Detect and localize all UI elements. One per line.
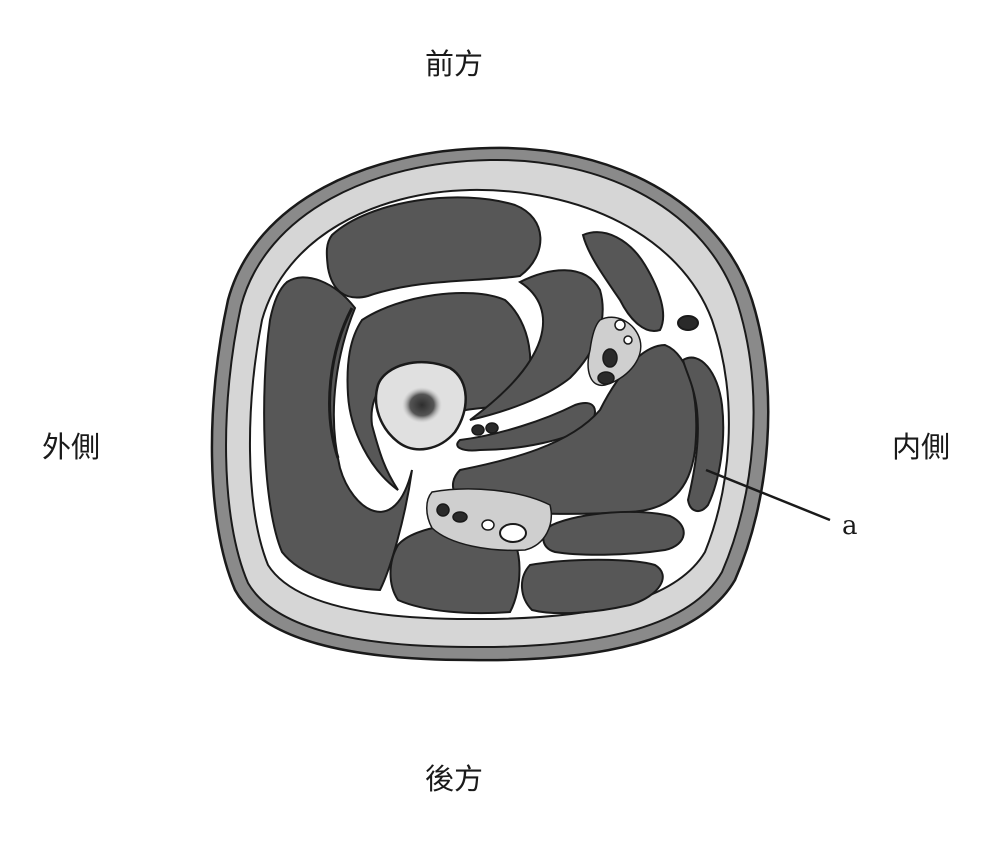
profunda-vessel-1 [471,424,485,436]
posterior-vessel-1 [436,503,450,517]
sciatic-nerve [499,523,527,543]
small-vessel [623,335,633,345]
femoral-artery [602,348,618,368]
muscle-vastus-medialis [469,269,604,421]
pointer-line-a [705,468,831,522]
muscle-sartorius [581,231,665,332]
great-saphenous-vein [677,315,699,331]
femur-marrow [402,387,442,423]
medial-label: 内側 [892,430,951,464]
lateral-label: 外側 [42,430,101,464]
posterior-vessel-2 [452,511,468,523]
small-nerve [481,519,495,531]
saphenous-nerve [614,319,626,331]
femoral-vein [597,371,615,385]
anterior-label: 前方 [425,47,484,81]
muscle-semimembranosus [542,510,685,556]
posterior-label: 後方 [425,762,484,796]
muscle-vastus-lateralis [263,276,413,592]
structure-a-label: a [842,511,858,541]
lateral-intermuscular-septum [328,307,354,459]
profunda-vessel-2 [485,422,499,434]
muscle-rectus-femoris [325,196,542,299]
muscle-semitendinosus [521,558,664,615]
